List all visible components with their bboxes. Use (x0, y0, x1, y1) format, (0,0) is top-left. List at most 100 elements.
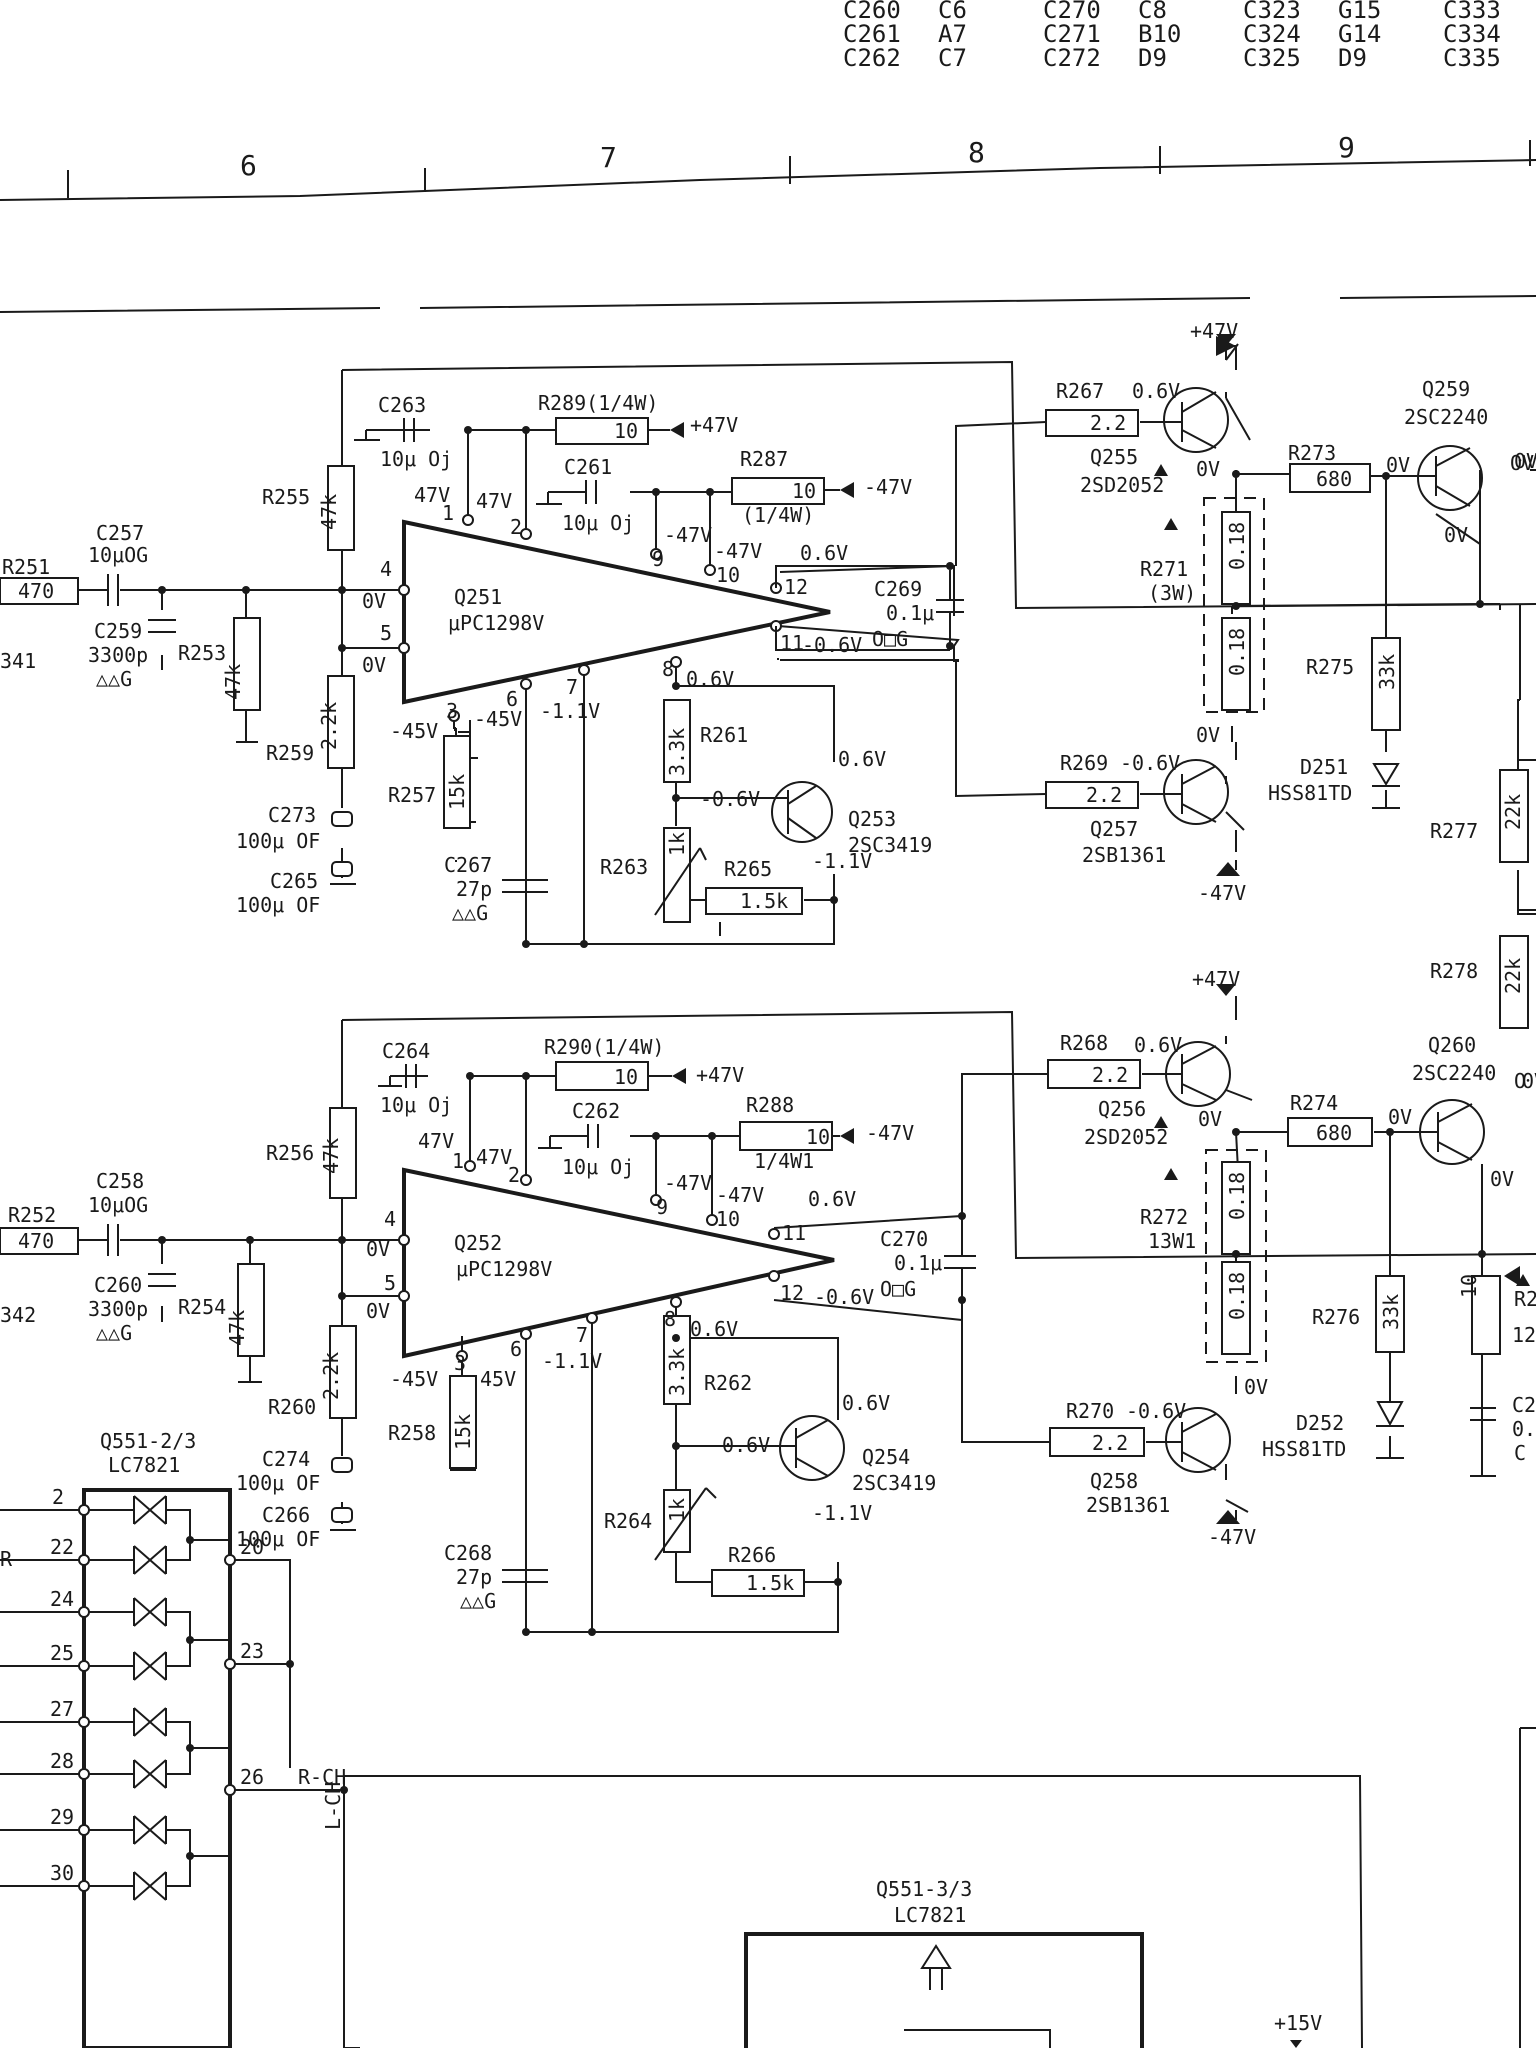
component-value: 3.3k (665, 1348, 689, 1396)
component-ref: Q260 (1428, 1033, 1476, 1057)
capacitor-c261 (536, 480, 597, 505)
node-voltage: 47V (476, 489, 512, 513)
supply-voltage: +47V (1192, 967, 1240, 991)
component-value: 10 (614, 1065, 638, 1089)
resistor-r275 (1371, 637, 1401, 731)
resistor-r290 (555, 1061, 649, 1091)
index-cell: D9 (1138, 44, 1167, 72)
component-ref: C274 (262, 1447, 310, 1471)
pin-number: 25 (50, 1641, 74, 1665)
index-cell: C325 (1243, 44, 1301, 72)
node-voltage: 0.6V (690, 1317, 738, 1341)
resistor-r254 (237, 1263, 265, 1357)
ic-pin-holes (398, 1160, 780, 1362)
transistor-q257 (1163, 759, 1229, 825)
grid-ruler: 6 7 8 9 (0, 131, 1536, 313)
signal-label: R (0, 1547, 13, 1571)
pin-number: 3 (446, 699, 458, 723)
index-cell: C323 (1243, 0, 1301, 24)
resistor-r261 (663, 699, 691, 783)
channel-2-amplifier: R252 470 C258 10μOG C260 3300p △△G R254 … (0, 451, 1536, 1636)
component-part: 2SC3419 (848, 833, 932, 857)
component-value: 3300p (88, 1297, 148, 1321)
index-cell: C262 (843, 44, 901, 72)
component-value: 2.2 (1086, 783, 1122, 807)
component-value: 1.5k (740, 889, 788, 913)
component-ref: R251 (2, 555, 50, 579)
component-ref: R272 (1140, 1205, 1188, 1229)
component-power: (1/4W) (742, 503, 814, 527)
ic-ref: Q252 (454, 1231, 502, 1255)
transistor-q256 (1165, 1041, 1231, 1107)
component-ref: C268 (444, 1541, 492, 1565)
component-ref: R269 (1060, 751, 1108, 775)
component-ref: R278 (1430, 959, 1478, 983)
emitter-resistor-group (1205, 1149, 1267, 1363)
component-part: 2SB1361 (1086, 1493, 1170, 1517)
node-voltage: 0V (362, 589, 386, 613)
node-voltage: 0V (1444, 523, 1468, 547)
component-ref: R271 (1140, 557, 1188, 581)
node-voltage: 0V (1196, 723, 1220, 747)
resistor-r272-a (1221, 1161, 1251, 1255)
pin-number: 1 (452, 1149, 464, 1173)
resistor-r276 (1375, 1275, 1405, 1353)
resistor-r267 (1045, 409, 1139, 437)
component-ref: C263 (378, 393, 426, 417)
component-ref: C262 (572, 1099, 620, 1123)
node-voltage: -0.6V (1126, 1399, 1186, 1423)
signal-label: L-CH (321, 1782, 345, 1830)
index-cell: G15 (1338, 0, 1381, 24)
component-tolerance: △△G (460, 1589, 496, 1613)
resistor-r260 (329, 1325, 357, 1419)
pin-number: 12 (780, 1281, 804, 1305)
component-value: 10μOG (88, 543, 148, 567)
diode-d251 (1372, 763, 1400, 787)
node-voltage: 0V (362, 653, 386, 677)
partial-ref: 342 (0, 1303, 36, 1327)
component-ref: Q255 (1090, 445, 1138, 469)
supply-voltage: +47V (690, 413, 738, 437)
node-voltage: -45V (390, 719, 438, 743)
resistor-r272-b (1221, 1261, 1251, 1355)
component-ref: C273 (268, 803, 316, 827)
index-cell: C260 (843, 0, 901, 24)
opamp-q251 (402, 519, 831, 705)
capacitor-c258 (80, 1224, 119, 1256)
capacitor-c263 (354, 418, 415, 442)
component-power: 13W1 (1148, 1229, 1196, 1253)
pin-number: 28 (50, 1749, 74, 1773)
node-voltage: -1.1V (540, 699, 600, 723)
index-cell: D9 (1338, 44, 1367, 72)
index-cell: C271 (1043, 20, 1101, 48)
node-voltage: 0V (1388, 1105, 1412, 1129)
ic-part: LC7821 (894, 1903, 966, 1927)
capacitor-c268 (502, 1569, 548, 1583)
component-ref: R258 (388, 1421, 436, 1445)
component-ref: C267 (444, 853, 492, 877)
resistor-r265 (705, 887, 803, 915)
component-ref: R288 (746, 1093, 794, 1117)
node-voltage: 0V (1386, 453, 1410, 477)
index-cell: C261 (843, 20, 901, 48)
component-value: 100μ OF (236, 829, 320, 853)
partial-ref: R2 (1514, 1287, 1536, 1311)
component-value: 0.1μ (894, 1251, 942, 1275)
pin-number: 3 (454, 1351, 466, 1375)
component-tolerance: △△G (452, 901, 488, 925)
index-cell: G14 (1338, 20, 1381, 48)
ic-ref: Q251 (454, 585, 502, 609)
junctions (158, 426, 1484, 948)
index-cell: C270 (1043, 0, 1101, 24)
node-voltage: 0V (366, 1299, 390, 1323)
resistor-r253 (233, 617, 261, 711)
component-ref: R268 (1060, 1031, 1108, 1055)
component-value: 100μ OF (236, 1471, 320, 1495)
component-value: 22k (1501, 794, 1525, 830)
component-ref: R266 (728, 1543, 776, 1567)
partial-value: 12 (1512, 1323, 1536, 1347)
resistor-r252 (0, 1227, 79, 1255)
ic-ref: Q551-3/3 (876, 1877, 972, 1901)
node-voltage: 0V (1514, 449, 1536, 473)
capacitor-c262 (538, 1124, 599, 1149)
